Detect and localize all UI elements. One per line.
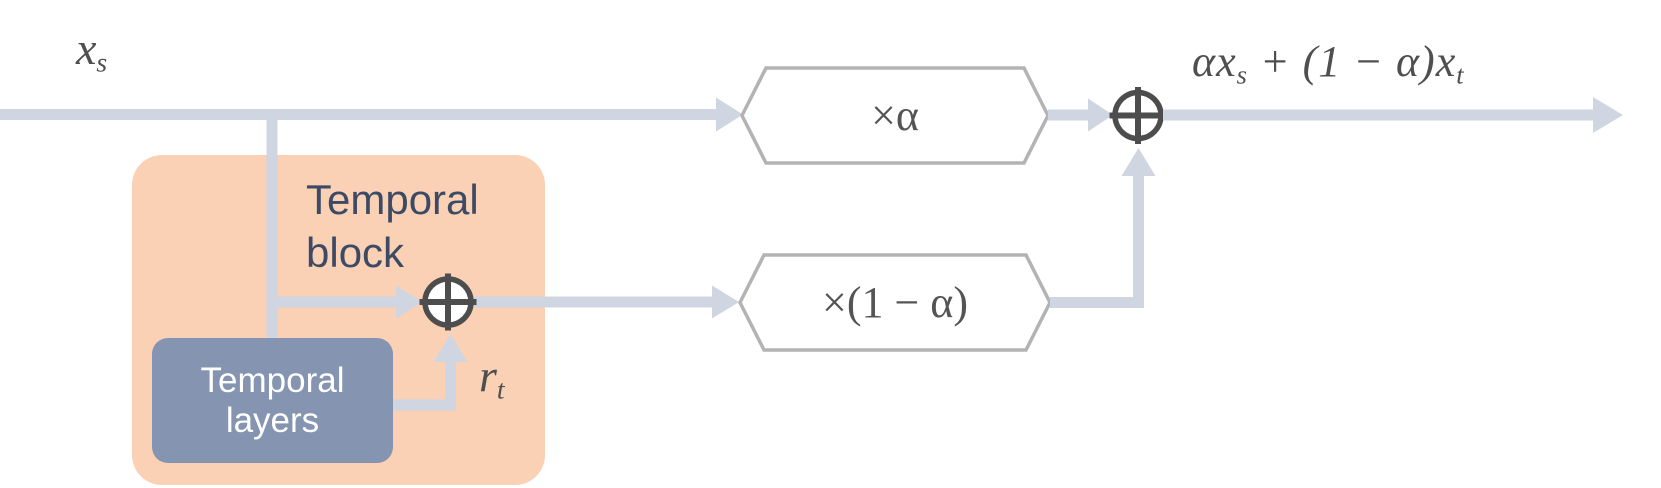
temporal-layers-label: Temporal layers	[152, 338, 393, 463]
output-label-part1: αx	[1192, 37, 1237, 86]
residual-label-subscript: t	[496, 373, 505, 405]
arrowhead-icon	[1088, 98, 1113, 132]
arrowhead-up-icon	[433, 334, 468, 362]
circled-plus-cross	[419, 273, 477, 331]
circled-plus-cross	[1109, 87, 1167, 144]
input-label-base: x	[76, 23, 97, 74]
arrowhead-up-icon	[1121, 148, 1156, 176]
temporal-layers-label-line1: Temporal	[200, 360, 345, 400]
arrowhead-icon	[396, 285, 422, 319]
residual-sum-operator-icon	[419, 273, 477, 331]
input-label-subscript: s	[96, 46, 108, 78]
temporal-layers-label-line2: layers	[225, 400, 320, 440]
one-minus-alpha-elbow-line	[1050, 176, 1144, 308]
output-label: αxs + (1 − α)xt	[1192, 37, 1465, 90]
residual-label-base: r	[479, 350, 497, 401]
temporal-block-title-line2: block	[306, 229, 405, 276]
residual-elbow-line	[393, 360, 456, 411]
arrowhead-icon	[1593, 97, 1623, 133]
output-label-subscript1: s	[1236, 59, 1248, 90]
output-sum-operator-icon	[1109, 87, 1167, 144]
scale-alpha-label: ×α	[871, 91, 919, 140]
output-label-part2: + (1 − α)x	[1247, 37, 1457, 86]
scale-one-minus-alpha-label: ×(1 − α)	[822, 278, 968, 327]
arrowhead-icon	[716, 97, 743, 132]
output-label-subscript2: t	[1456, 59, 1465, 90]
input-label: xs	[76, 23, 108, 78]
temporal-block-title-line1: Temporal	[306, 176, 479, 223]
residual-label: rt	[479, 350, 505, 405]
arrowhead-icon	[712, 285, 739, 319]
temporal-layers-box	[152, 338, 393, 463]
temporal-block-title: Temporal block	[306, 173, 479, 279]
